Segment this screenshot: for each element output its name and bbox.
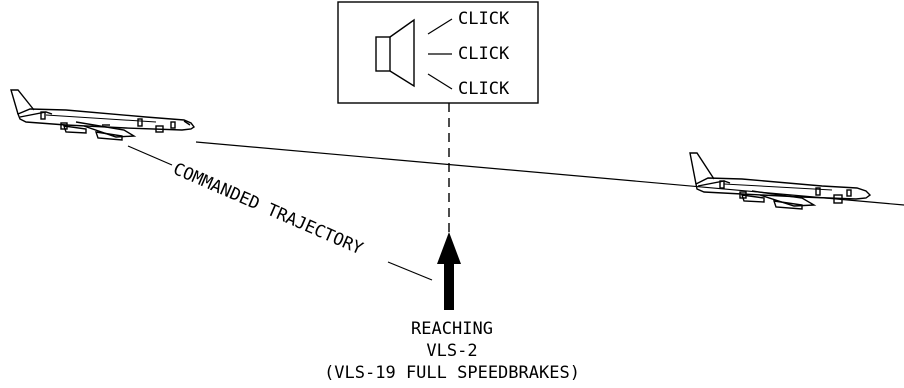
- trajectory-leader-right: [387, 261, 433, 281]
- reaching-line-2: VLS-2: [426, 341, 477, 361]
- flight-path-line: [195, 141, 904, 206]
- speaker-box-frame: [337, 1, 539, 104]
- right-aircraft: [689, 152, 871, 210]
- left-aircraft: [10, 89, 195, 141]
- sound-lines: [427, 18, 453, 90]
- trajectory-leader-left: [127, 145, 173, 166]
- click-label-2: CLICK: [458, 44, 510, 64]
- reaching-line-1: REACHING: [411, 319, 493, 339]
- click-label-3: CLICK: [458, 79, 510, 99]
- trajectory-label: COMMANDED TRAJECTORY: [170, 159, 366, 259]
- click-label-1: CLICK: [458, 9, 510, 29]
- airplane-icon: [10, 89, 195, 141]
- reaching-line-3: (VLS-19 FULL SPEEDBRAKES): [324, 363, 580, 383]
- up-arrow-icon: [437, 232, 461, 310]
- speaker-box: CLICK CLICK CLICK: [337, 1, 539, 104]
- speaker-icon: [375, 18, 415, 88]
- airplane-icon: [689, 152, 871, 210]
